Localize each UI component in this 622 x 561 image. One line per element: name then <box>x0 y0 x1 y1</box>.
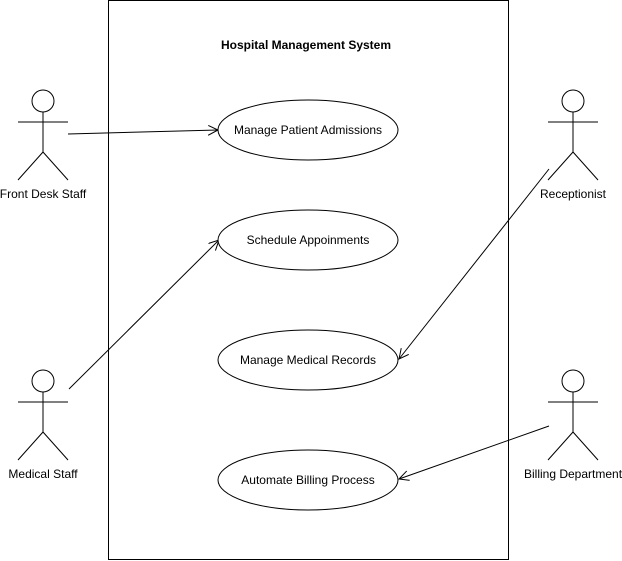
use-case-schedule-appoinments[interactable]: Schedule Appoinments <box>217 209 399 271</box>
use-case-manage-medical-records[interactable]: Manage Medical Records <box>217 329 399 391</box>
use-case-automate-billing-process[interactable]: Automate Billing Process <box>217 449 399 511</box>
system-title: Hospital Management System <box>221 38 391 52</box>
actor-receptionist[interactable]: Receptionist <box>540 89 607 201</box>
actor-label: Front Desk Staff <box>0 187 87 201</box>
association-receptionist-manage-medical-records <box>399 168 550 359</box>
actor-label: Billing Department <box>524 467 622 481</box>
actor-label: Medical Staff <box>8 467 78 481</box>
actor-medical-staff[interactable]: Medical Staff <box>8 369 78 481</box>
use-case-label: Manage Medical Records <box>240 353 376 367</box>
use-case-manage-patient-admissions[interactable]: Manage Patient Admissions <box>217 99 399 161</box>
actor-head <box>561 369 585 393</box>
use-case-label: Schedule Appoinments <box>247 233 370 247</box>
actor-front-desk-staff[interactable]: Front Desk Staff <box>0 89 87 201</box>
association-billing-department-automate-billing-process <box>399 425 550 479</box>
use-case-label: Automate Billing Process <box>241 473 374 487</box>
actor-head <box>561 89 585 113</box>
use-case-label: Manage Patient Admissions <box>234 123 382 137</box>
system-boundary <box>108 0 509 560</box>
actor-billing-department[interactable]: Billing Department <box>524 369 622 481</box>
association-medical-staff-schedule-appoinments <box>68 240 219 390</box>
actor-head <box>31 89 55 113</box>
association-front-desk-staff-manage-patient-admissions <box>67 130 218 134</box>
actor-label: Receptionist <box>540 187 607 201</box>
actor-head <box>31 369 55 393</box>
